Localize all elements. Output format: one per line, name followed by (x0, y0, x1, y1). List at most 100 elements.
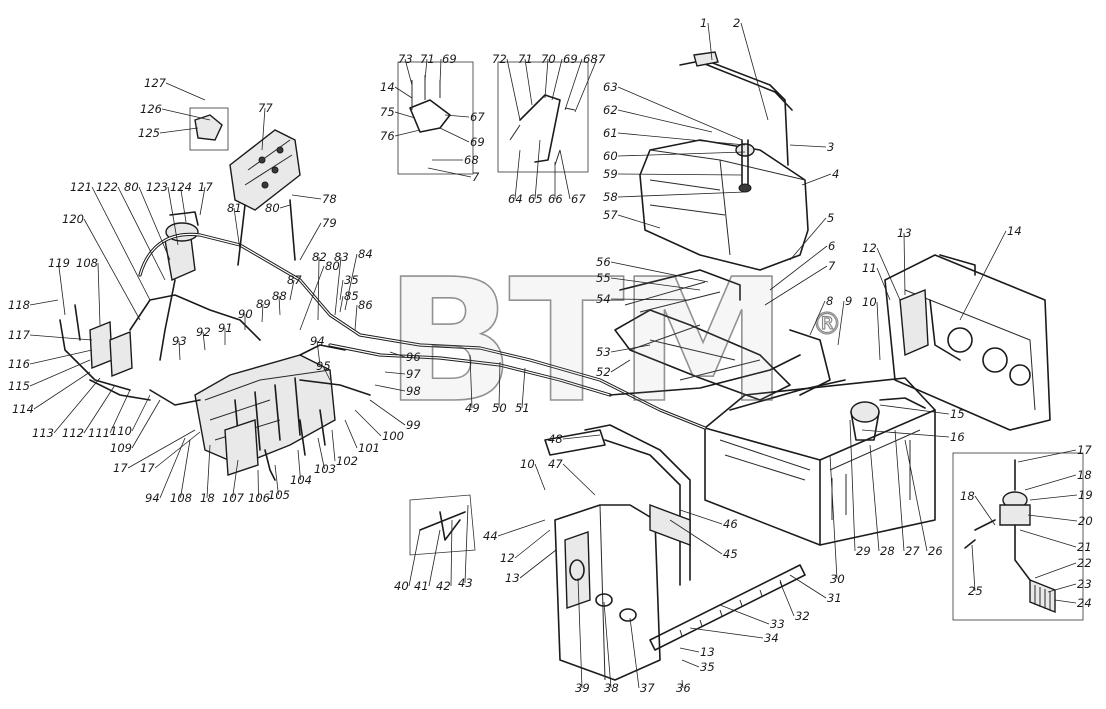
callout-label: 12 (500, 551, 515, 565)
callout-label: 109 (110, 441, 132, 455)
mount-detail-frame-b (497, 61, 589, 173)
callout-label: 60 (603, 149, 618, 163)
leader-line (1017, 449, 1077, 463)
callout-label: 70 (541, 52, 556, 66)
leader-line (83, 384, 116, 434)
callout-label: 6 (828, 239, 835, 253)
leader-line (83, 218, 141, 321)
leader-line (29, 349, 93, 365)
callout-label: 81 (227, 201, 242, 215)
leader-line (769, 245, 828, 291)
leader-line (809, 300, 826, 336)
callout-label: 104 (290, 473, 312, 487)
leader-line (444, 114, 470, 118)
callout-label: 100 (382, 429, 404, 443)
leader-line (29, 359, 91, 387)
callout-label: 7 (472, 170, 480, 184)
leader-line (127, 429, 196, 469)
callout-label: 124 (170, 180, 192, 194)
leader-line (1054, 599, 1077, 604)
leader-line (562, 463, 596, 496)
callout-label: 69 (563, 52, 578, 66)
callout-label: 39 (575, 681, 590, 695)
mount-detail-parts (409, 75, 576, 166)
leader-line (427, 167, 472, 178)
leader-line (707, 22, 713, 61)
leader-line (394, 111, 416, 119)
callout-label: 80 (265, 201, 280, 215)
callout-label: 13 (700, 645, 715, 659)
leader-line (903, 232, 906, 296)
callout-label: 12 (862, 241, 877, 255)
callout-label: 66 (548, 192, 563, 206)
leader-line (524, 58, 533, 106)
leader-line (610, 359, 631, 373)
leader-line (278, 295, 281, 316)
leader-line (450, 519, 453, 587)
leader-line (464, 504, 469, 584)
callout-label: 84 (358, 247, 373, 261)
leader-line (291, 194, 322, 200)
callout-label: 80 (124, 180, 139, 194)
callout-label: 18 (1077, 468, 1092, 482)
callout-label: 50 (492, 401, 507, 415)
callout-label: 17 (1077, 443, 1092, 457)
callout-label: 8 (826, 294, 833, 308)
leader-line (861, 429, 950, 438)
leader-line (354, 304, 358, 331)
leader-line (439, 127, 470, 143)
main-fuel-tank (704, 377, 936, 546)
callout-label: 30 (830, 572, 845, 586)
callout-label: 15 (950, 407, 965, 421)
watermark: BTM ® (384, 242, 842, 442)
leader-line (199, 186, 206, 216)
callout-label: 17 (140, 461, 155, 475)
leader-line (801, 173, 832, 186)
leader-line (279, 204, 291, 209)
leader-line (876, 301, 881, 361)
leader-line (167, 186, 179, 246)
leader-line (53, 377, 101, 434)
leader-line (165, 82, 206, 101)
leader-line (1029, 494, 1078, 501)
callout-label: 52 (596, 365, 611, 379)
callout-label: 42 (436, 579, 451, 593)
leader-line (374, 384, 406, 392)
callout-label: 17 (198, 180, 213, 194)
callout-label: 108 (76, 256, 98, 270)
leader-line (339, 279, 344, 301)
leader-line (559, 149, 571, 200)
callout-label: 44 (483, 529, 498, 543)
leader-line (521, 367, 526, 409)
leader-line (610, 261, 709, 283)
leader-line (506, 58, 521, 121)
leader-line (331, 429, 336, 462)
leader-line (257, 469, 259, 499)
leader-line (389, 351, 406, 358)
callout-label: 17 (113, 461, 128, 475)
callout-label: 26 (928, 544, 943, 558)
callout-label: 112 (62, 426, 84, 440)
callout-label: 122 (96, 180, 118, 194)
leader-line (161, 108, 211, 121)
callout-label: 71 (518, 52, 533, 66)
leader-line (131, 399, 161, 449)
leader-line (344, 253, 358, 311)
leader-line (617, 151, 746, 157)
leader-line (1019, 529, 1077, 548)
callout-label: 78 (322, 192, 337, 206)
leader-line (689, 627, 764, 639)
leader-line (322, 365, 331, 381)
callout-label: 58 (603, 190, 618, 204)
callout-label: 46 (723, 517, 738, 531)
leader-line (29, 334, 93, 341)
leader-line (562, 434, 601, 440)
callout-label: 14 (1007, 224, 1022, 238)
callout-label: 55 (596, 271, 611, 285)
leader-line (138, 186, 171, 261)
leader-line (317, 437, 325, 470)
leader-line (617, 109, 713, 133)
callout-label: 35 (700, 660, 715, 674)
callout-label: 68 (583, 52, 598, 66)
callout-label: 53 (596, 345, 611, 359)
